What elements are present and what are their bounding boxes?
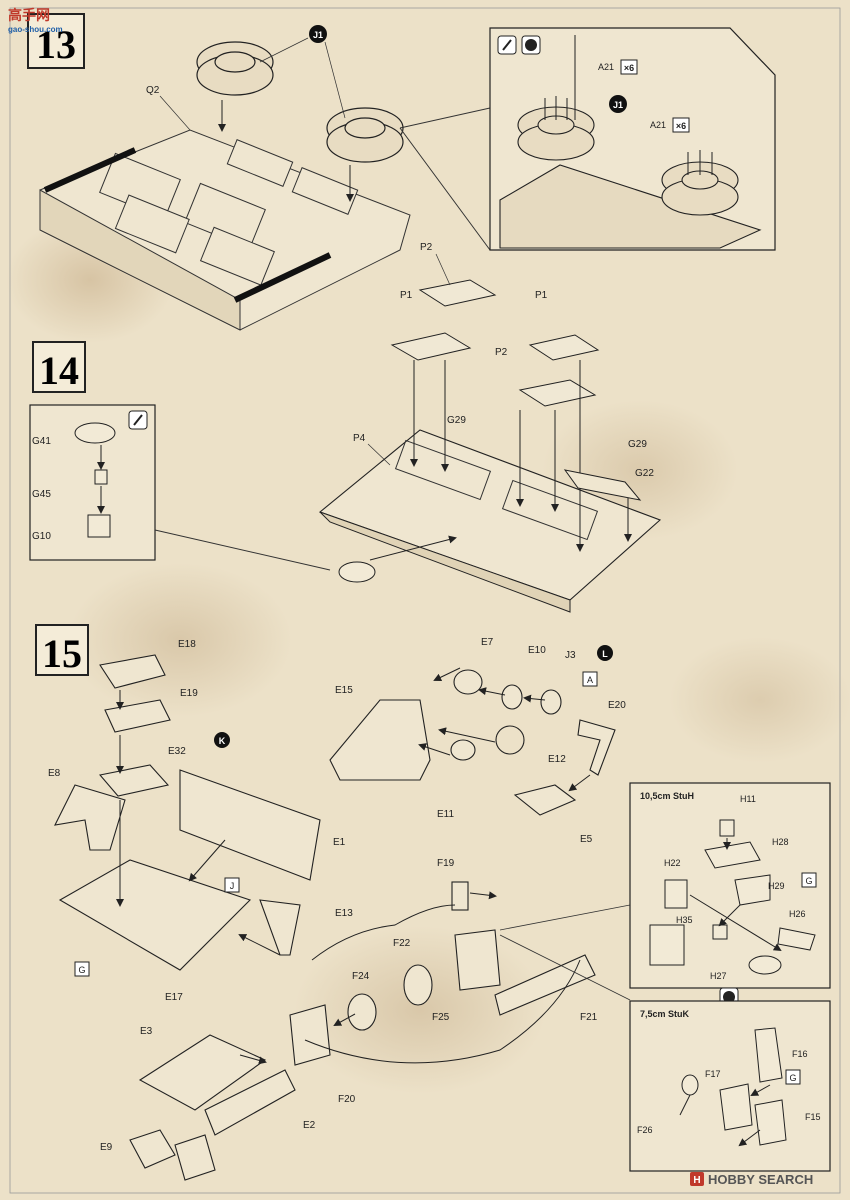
label-k: K — [219, 736, 226, 746]
sheet-border — [9, 7, 841, 1194]
watermark-top-cn: 高手网 — [8, 7, 50, 23]
step-13-number: 13 — [36, 22, 76, 67]
label-q2: Q2 — [146, 85, 160, 96]
label-e15: E15 — [335, 685, 353, 696]
watermark-bottom-text: HOBBY SEARCH — [708, 1172, 813, 1187]
label-g10: G10 — [32, 531, 51, 542]
label-g29-b: G29 — [628, 439, 647, 450]
label-f15: F15 — [805, 1112, 821, 1122]
step-15: 15 E18 E19 E32 E8 E1 E13 E17 J G K — [35, 624, 831, 1181]
label-h26: H26 — [789, 909, 806, 919]
step-14-box — [32, 341, 86, 393]
watermark-top: 高手网 gao-shou.com — [8, 7, 63, 34]
qty-a21-b: ×6 — [676, 121, 686, 131]
label-a21-b: A21 — [650, 120, 666, 130]
gun-cradle-e15 — [329, 699, 431, 781]
label-f16: F16 — [792, 1049, 808, 1059]
barrel-e2 — [204, 1069, 296, 1136]
label-e3: E3 — [140, 1026, 153, 1037]
label-p2-a: P2 — [420, 242, 433, 253]
step-15-box — [35, 624, 89, 676]
step-13: 13 J1 Q2 — [27, 13, 776, 331]
watermark-bottom: H HOBBY SEARCH — [690, 1172, 813, 1187]
label-h35: H35 — [676, 915, 693, 925]
label-e5: E5 — [580, 834, 593, 845]
label-e18: E18 — [178, 639, 196, 650]
label-j1-detail: J1 — [613, 100, 623, 110]
label-f24: F24 — [352, 971, 370, 982]
step-15-number: 15 — [42, 631, 82, 676]
label-f26: F26 — [637, 1125, 653, 1135]
label-g45: G45 — [32, 489, 51, 500]
label-a: A — [587, 675, 593, 685]
j1-callout-badge — [309, 25, 327, 43]
label-p1-a: P1 — [400, 290, 413, 301]
step-14: 14 P1 P2 P1 P2 G29 G29 P4 G — [29, 242, 662, 613]
label-h28: H28 — [772, 837, 789, 847]
label-p1-b: P1 — [535, 290, 548, 301]
label-e9: E9 — [100, 1142, 113, 1153]
label-e12: E12 — [548, 754, 566, 765]
label-e1: E1 — [333, 837, 346, 848]
label-e17: E17 — [165, 992, 183, 1003]
label-f21: F21 — [580, 1012, 598, 1023]
label-a21-a: A21 — [598, 62, 614, 72]
label-e32: E32 — [168, 746, 186, 757]
variant-title-stuh: 10,5cm StuH — [640, 791, 694, 801]
variant-title-stuk: 7,5cm StuK — [640, 1009, 690, 1019]
label-g-stuk: G — [789, 1073, 796, 1083]
label-f19: F19 — [437, 858, 455, 869]
label-e19: E19 — [180, 688, 198, 699]
label-j: J — [230, 881, 235, 891]
label-l: L — [602, 649, 608, 659]
label-e13: E13 — [335, 908, 353, 919]
label-e20: E20 — [608, 700, 626, 711]
breech-f21 — [494, 954, 596, 1016]
label-h29: H29 — [768, 881, 785, 891]
label-h27: H27 — [710, 971, 727, 981]
label-f20: F20 — [338, 1094, 356, 1105]
label-h22: H22 — [664, 858, 681, 868]
step-14-number: 14 — [39, 348, 79, 393]
label-g-stuh: G — [805, 876, 812, 886]
label-e2: E2 — [303, 1120, 316, 1131]
label-e10: E10 — [528, 645, 546, 656]
label-g: G — [78, 965, 85, 975]
label-f22: F22 — [393, 938, 411, 949]
label-e11: E11 — [437, 809, 454, 820]
label-p4: P4 — [353, 433, 366, 444]
label-e8: E8 — [48, 768, 61, 779]
label-h11: H11 — [740, 794, 756, 804]
label-g29-a: G29 — [447, 415, 466, 426]
label-f25: F25 — [432, 1012, 450, 1023]
label-p2-b: P2 — [495, 347, 508, 358]
label-g41: G41 — [32, 436, 51, 447]
qty-a21-a: ×6 — [624, 63, 634, 73]
label-f17: F17 — [705, 1069, 721, 1079]
label-e7: E7 — [481, 637, 494, 648]
label-j1: J1 — [313, 30, 323, 40]
step-13-box — [27, 13, 85, 69]
watermark-bottom-logo-letter: H — [693, 1175, 700, 1186]
label-g22: G22 — [635, 468, 654, 479]
label-j3: J3 — [565, 650, 576, 661]
hobbysearch-logo-icon — [690, 1172, 704, 1186]
watermark-top-url: gao-shou.com — [8, 25, 63, 34]
variant-box-stuk — [629, 1000, 831, 1172]
